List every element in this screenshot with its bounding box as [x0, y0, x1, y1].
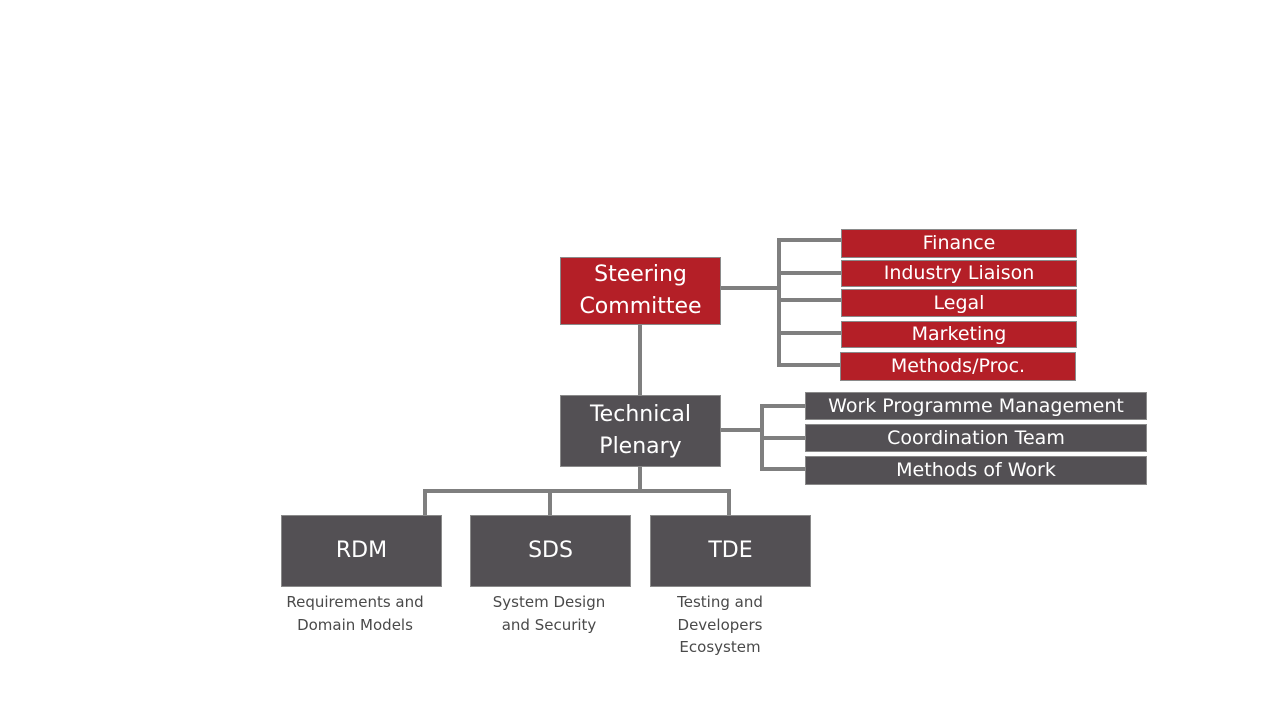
subcommittee-methods-proc: Methods/Proc. [840, 352, 1076, 381]
working-group-description-rdm: Requirements and Domain Models [286, 593, 424, 634]
working-group-rdm: RDM [281, 515, 442, 587]
subgroup-label: Work Programme Management [828, 394, 1124, 417]
subcommittee-label: Finance [922, 232, 996, 255]
subcommittee-marketing: Marketing [841, 321, 1077, 348]
working-group-description-tde: Testing and Developers Ecosystem [677, 593, 763, 656]
steering-committee-label: Steering Committee [579, 262, 702, 319]
subcommittee-industry-liaison: Industry Liaison [841, 260, 1077, 287]
subgroup-label: Methods of Work [896, 459, 1056, 482]
subcommittee-label: Methods/Proc. [890, 355, 1026, 378]
working-group-description-sds: System Design and Security [492, 593, 606, 634]
working-group-abbr: SDS [528, 537, 573, 563]
subcommittee-label: Marketing [911, 323, 1007, 346]
subgroup-label: Coordination Team [887, 426, 1065, 449]
technical-plenary-box: Technical Plenary [560, 395, 721, 467]
working-group-abbr: RDM [335, 537, 388, 563]
subgroup-methods-of-work: Methods of Work [805, 456, 1147, 485]
working-group-sds: SDS [470, 515, 631, 587]
subgroup-work-programme-management: Work Programme Management [805, 392, 1147, 420]
technical-plenary-label: Technical Plenary [589, 402, 692, 459]
subcommittee-label: Legal [933, 291, 985, 314]
subcommittee-legal: Legal [841, 289, 1077, 317]
subcommittee-label: Industry Liaison [883, 262, 1035, 285]
working-group-abbr: TDE [708, 537, 753, 563]
steering-committee-box: Steering Committee [560, 257, 721, 325]
subgroup-coordination-team: Coordination Team [805, 424, 1147, 452]
subcommittee-finance: Finance [841, 229, 1077, 258]
working-group-tde: TDE [650, 515, 811, 587]
